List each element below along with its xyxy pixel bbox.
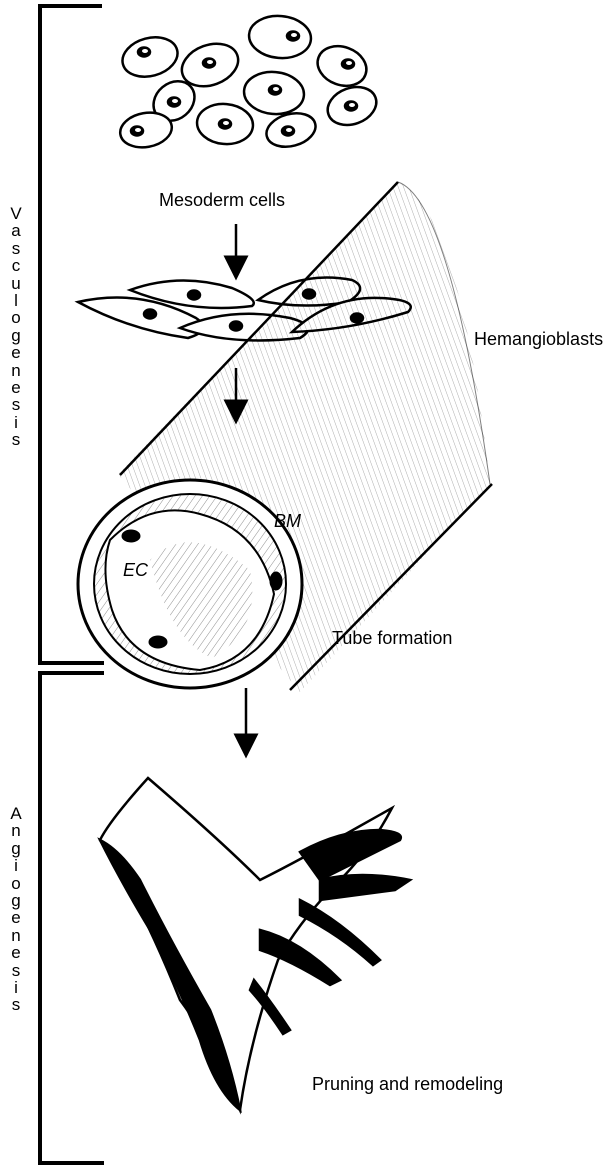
mesoderm-cell xyxy=(312,40,372,93)
endothelial-nucleus xyxy=(149,636,167,648)
endothelial-nucleus xyxy=(122,530,140,542)
mesoderm-label: Mesoderm cells xyxy=(159,190,285,210)
mesoderm-cell xyxy=(242,69,305,116)
mesoderm-cells xyxy=(117,13,381,152)
branching-vessel xyxy=(100,778,410,1110)
tube-label: Tube formation xyxy=(332,628,452,648)
vessel-tube xyxy=(78,182,492,692)
mesoderm-cell xyxy=(118,31,182,82)
ec-label: EC xyxy=(123,560,149,580)
mesoderm-cell xyxy=(195,102,254,147)
mesoderm-cell xyxy=(322,81,381,132)
bm-label: BM xyxy=(274,511,301,531)
pruning-label: Pruning and remodeling xyxy=(312,1074,503,1094)
endothelial-nucleus xyxy=(270,572,282,590)
hemangioblasts-label: Hemangioblasts xyxy=(474,329,603,349)
mesoderm-cell xyxy=(247,13,312,60)
angiogenesis-bracket xyxy=(40,673,104,1163)
